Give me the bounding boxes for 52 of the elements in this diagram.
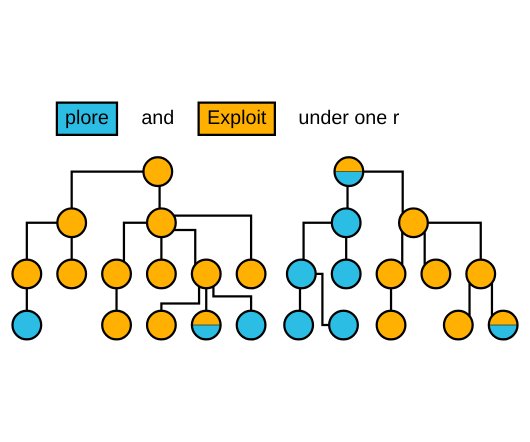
node-circle — [11, 258, 42, 290]
connector — [70, 237, 73, 260]
connector — [158, 186, 161, 208]
node-circle — [146, 258, 177, 290]
connector — [468, 283, 471, 316]
connector — [428, 222, 482, 260]
node-circle — [286, 258, 317, 290]
node-circle — [190, 258, 222, 290]
node-circle — [442, 310, 474, 341]
node-circle — [56, 207, 88, 238]
node-circle — [420, 258, 452, 290]
connector — [345, 237, 348, 260]
node-circle — [376, 258, 407, 290]
connector — [122, 222, 148, 262]
connector — [346, 186, 349, 208]
connector — [490, 283, 494, 316]
connector — [26, 222, 58, 260]
connector — [115, 288, 118, 311]
node-circle — [146, 310, 177, 341]
connector — [160, 237, 163, 260]
node-circle — [328, 310, 359, 341]
node-circle — [398, 207, 429, 238]
connector — [401, 232, 404, 265]
node-circle — [56, 258, 88, 290]
connector — [302, 222, 332, 260]
node-circle — [330, 258, 362, 290]
node-circle — [465, 258, 496, 290]
node-box: Exploit — [198, 101, 276, 136]
connector — [316, 272, 330, 326]
node-circle — [101, 258, 132, 290]
node-circle — [142, 156, 174, 188]
connector — [26, 288, 28, 311]
connector — [70, 170, 144, 208]
connector — [424, 232, 426, 265]
node-circle — [11, 310, 42, 341]
connector — [205, 288, 208, 311]
connector — [160, 286, 200, 311]
node-box: plore — [56, 101, 118, 136]
label: and — [141, 106, 174, 129]
node-circle — [330, 207, 362, 238]
node-circle — [236, 258, 267, 290]
label: under one r — [298, 106, 400, 129]
node-circle — [146, 207, 177, 238]
connector — [363, 170, 404, 214]
connector — [174, 228, 196, 265]
connector — [298, 288, 302, 311]
node-circle — [236, 310, 267, 341]
connector — [390, 288, 392, 311]
node-circle — [376, 310, 407, 341]
node-circle — [283, 310, 314, 341]
connector — [174, 214, 252, 260]
node-circle — [101, 310, 132, 341]
